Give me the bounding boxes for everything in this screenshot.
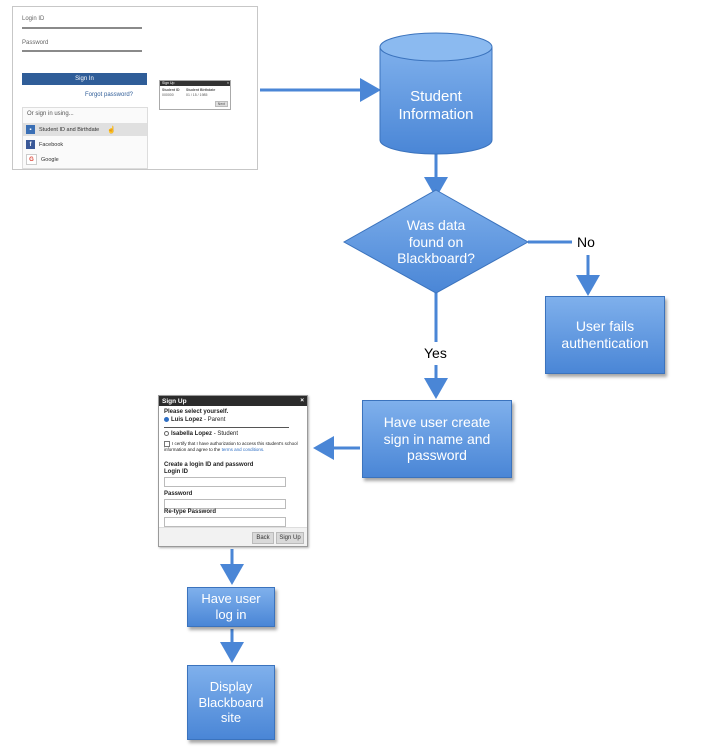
create-signin-text: Have user create sign in name and passwo… bbox=[383, 413, 491, 464]
mini-next-button[interactable]: Next bbox=[214, 101, 228, 107]
or-sign-in-label: Or sign in using... bbox=[27, 111, 74, 117]
signup-title: Sign Up bbox=[162, 397, 187, 405]
select-yourself-label: Please select yourself. bbox=[164, 409, 229, 415]
option-google[interactable]: G Google bbox=[23, 153, 147, 166]
parent-role: - Parent bbox=[204, 417, 226, 424]
login-id-label: Login ID bbox=[22, 16, 45, 22]
login-id-input[interactable] bbox=[22, 27, 142, 29]
login-box: Have user log in bbox=[187, 587, 275, 627]
sign-in-button[interactable]: Sign In bbox=[22, 73, 147, 85]
mini-birthdate-value: 01 / 15 / 1985 bbox=[186, 93, 208, 97]
divider bbox=[164, 427, 289, 428]
retype-password-field[interactable] bbox=[164, 517, 286, 527]
mini-signup-popup: Sign Up × Student ID Student Birthdate 00… bbox=[159, 80, 231, 110]
login-id-field[interactable] bbox=[164, 477, 286, 487]
close-icon[interactable]: × bbox=[226, 81, 229, 85]
login-text: Have user log in bbox=[201, 591, 261, 622]
retype-password-label: Re-type Password bbox=[164, 509, 217, 515]
facebook-icon: f bbox=[26, 140, 35, 149]
parent-name: Luis Lopez bbox=[171, 417, 203, 424]
student-info-cylinder bbox=[379, 32, 493, 155]
id-card-icon: ▪ bbox=[26, 125, 35, 134]
edge-label-no: No bbox=[577, 234, 595, 250]
mini-col-student-id: Student ID bbox=[162, 88, 180, 92]
password-field[interactable] bbox=[164, 499, 286, 509]
create-signin-box: Have user create sign in name and passwo… bbox=[362, 400, 512, 478]
terms-link[interactable]: terms and conditions. bbox=[221, 447, 265, 453]
close-icon[interactable]: × bbox=[300, 397, 304, 404]
signup-header: Sign Up × bbox=[159, 396, 307, 406]
display-box: Display Blackboard site bbox=[187, 665, 275, 740]
sign-up-button[interactable]: Sign Up bbox=[276, 532, 304, 544]
login-screenshot: Login ID Password Sign In Forgot passwor… bbox=[12, 6, 258, 170]
student-role: - Student bbox=[213, 431, 239, 438]
hand-cursor-icon: ☝ bbox=[107, 126, 116, 134]
student-option[interactable]: Isabella Lopez - Student bbox=[164, 431, 238, 437]
parent-option[interactable]: Luis Lopez - Parent bbox=[164, 417, 225, 423]
mini-popup-title-text: Sign Up bbox=[162, 81, 175, 85]
password-input[interactable] bbox=[22, 50, 142, 52]
radio-selected-icon[interactable] bbox=[164, 417, 169, 422]
alt-sign-in-panel: Or sign in using... ▪ Student ID and Bir… bbox=[22, 107, 148, 169]
mini-student-id-value: 000000 bbox=[162, 93, 174, 97]
edge-label-yes: Yes bbox=[424, 345, 447, 361]
certify-text: I certify that I have authorization to a… bbox=[164, 441, 302, 453]
option-student-id-label: Student ID and Birthdate bbox=[39, 126, 100, 133]
google-icon: G bbox=[26, 154, 37, 165]
option-student-id[interactable]: ▪ Student ID and Birthdate ☝ bbox=[23, 123, 147, 136]
mini-popup-title: Sign Up × bbox=[160, 81, 230, 86]
display-text: Display Blackboard site bbox=[198, 679, 264, 726]
back-button[interactable]: Back bbox=[252, 532, 274, 544]
radio-icon[interactable] bbox=[164, 431, 169, 436]
student-info-label: Student Information bbox=[398, 88, 474, 123]
option-facebook-label: Facebook bbox=[39, 141, 64, 148]
fail-auth-text: User fails authentication bbox=[561, 318, 649, 351]
student-name: Isabella Lopez bbox=[171, 431, 213, 438]
create-login-heading: Create a login ID and password bbox=[164, 462, 254, 468]
certify-body: I certify that I have authorization to a… bbox=[164, 441, 298, 453]
fail-auth-box: User fails authentication bbox=[545, 296, 665, 374]
password-label: Password bbox=[164, 491, 193, 497]
signup-footer: Back Sign Up bbox=[159, 527, 307, 546]
option-google-label: Google bbox=[41, 156, 59, 163]
decision-diamond bbox=[342, 189, 530, 294]
forgot-password-link[interactable]: Forgot password? bbox=[84, 92, 133, 98]
password-label: Password bbox=[22, 40, 49, 46]
login-id-label: Login ID bbox=[164, 469, 188, 475]
signup-dialog: Sign Up × Please select yourself. Luis L… bbox=[158, 395, 308, 547]
option-facebook[interactable]: f Facebook bbox=[23, 138, 147, 151]
mini-col-birthdate: Student Birthdate bbox=[186, 88, 216, 92]
decision-label: Was data found on Blackboard? bbox=[397, 216, 475, 267]
